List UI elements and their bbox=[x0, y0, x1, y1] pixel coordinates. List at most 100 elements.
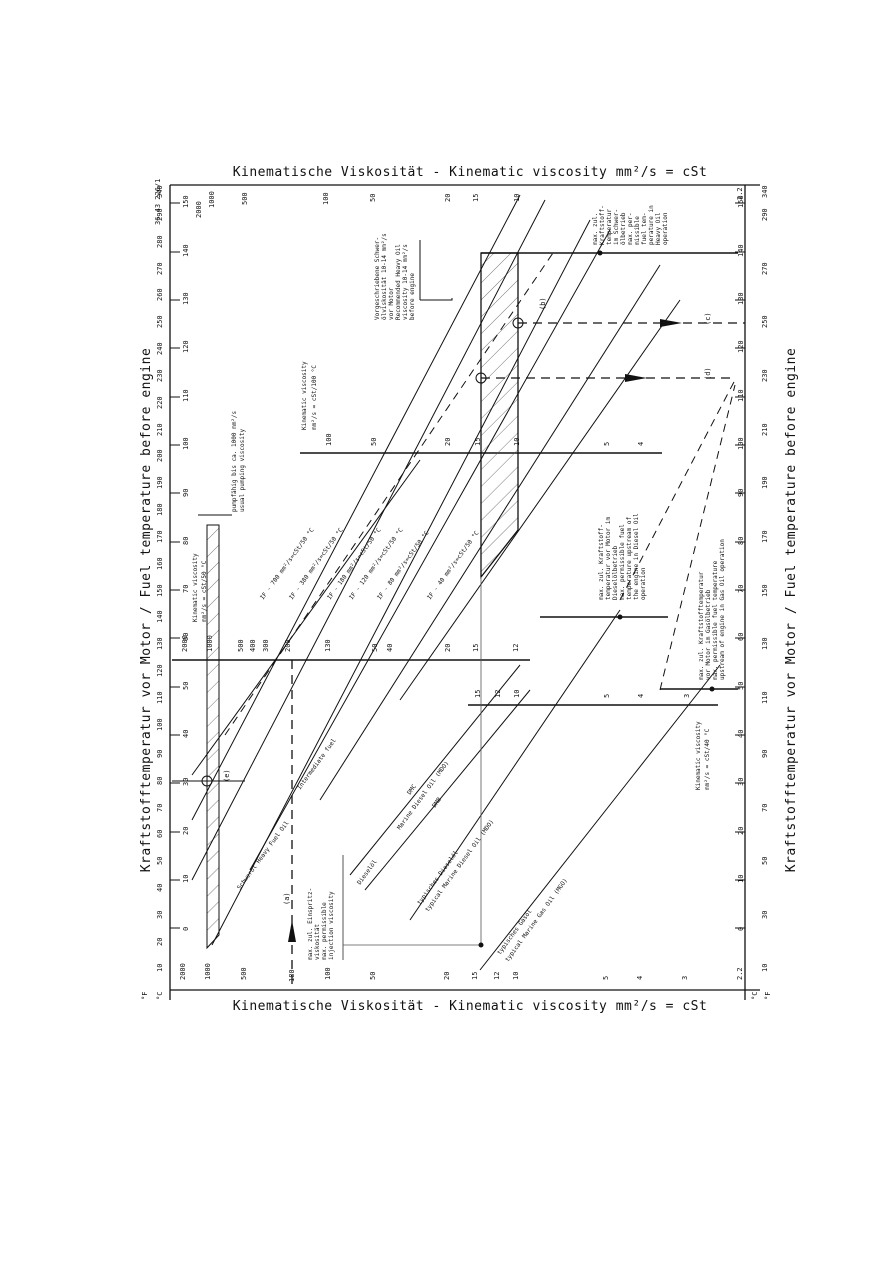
svg-text:170: 170 bbox=[761, 530, 769, 543]
svg-text:100: 100 bbox=[325, 433, 333, 446]
marker-e: (e) bbox=[223, 769, 231, 782]
side-label-right: Kraftstofftemperatur vor Motor / Fuel te… bbox=[784, 348, 799, 873]
svg-text:ölbetrieb: ölbetrieb bbox=[620, 212, 627, 245]
svg-text:4: 4 bbox=[637, 694, 645, 698]
svg-text:20: 20 bbox=[156, 938, 164, 946]
svg-text:30: 30 bbox=[156, 911, 164, 919]
svg-text:40: 40 bbox=[386, 644, 394, 652]
svg-text:temperatur vor Motor im: temperatur vor Motor im bbox=[605, 517, 612, 600]
svg-text:150: 150 bbox=[182, 195, 190, 208]
svg-text:2.2: 2.2 bbox=[736, 187, 744, 200]
svg-text:ölviskosität 10-14 mm²/s: ölviskosität 10-14 mm²/s bbox=[381, 233, 388, 320]
svg-text:Dieselöl: Dieselöl bbox=[356, 858, 379, 886]
svg-text:50: 50 bbox=[369, 972, 377, 980]
svg-text:Kraftstoff-: Kraftstoff- bbox=[599, 205, 606, 245]
svg-text:40: 40 bbox=[156, 884, 164, 892]
svg-text:15: 15 bbox=[474, 438, 482, 446]
scale-50-label: Kinematic viscosity bbox=[192, 553, 199, 622]
recommended-viscosity-zone bbox=[480, 252, 519, 579]
left-fahrenheit-scale: 10 20 30 40 50 60 70 80 90 100 110 120 1… bbox=[156, 185, 164, 972]
svg-text:290: 290 bbox=[156, 208, 164, 221]
svg-text:50: 50 bbox=[737, 682, 745, 690]
svg-text:temperature upstream of: temperature upstream of bbox=[626, 517, 633, 600]
svg-text:pumpfähig bis ca. 1000 mm²/s: pumpfähig bis ca. 1000 mm²/s bbox=[231, 410, 238, 512]
svg-text:230: 230 bbox=[156, 369, 164, 382]
unit-c-left: °C bbox=[156, 992, 164, 1000]
right-celsius-scale: 0 10 20 30 40 50 60 70 80 90 100 110 120… bbox=[735, 195, 745, 931]
svg-text:290: 290 bbox=[761, 208, 769, 221]
svg-text:5: 5 bbox=[602, 976, 610, 980]
svg-text:40: 40 bbox=[182, 730, 190, 738]
svg-text:Schweröl Heavy Fuel Oil: Schweröl Heavy Fuel Oil bbox=[236, 820, 291, 892]
svg-text:20: 20 bbox=[444, 194, 452, 202]
svg-text:70: 70 bbox=[737, 585, 745, 593]
svg-text:20: 20 bbox=[737, 827, 745, 835]
svg-text:90: 90 bbox=[156, 750, 164, 758]
svg-text:340: 340 bbox=[156, 185, 164, 198]
svg-text:15: 15 bbox=[471, 972, 479, 980]
scale-40-label: Kinematic viscosity bbox=[695, 721, 702, 790]
svg-text:10: 10 bbox=[182, 875, 190, 883]
svg-text:15: 15 bbox=[474, 690, 482, 698]
svg-text:160: 160 bbox=[156, 557, 164, 570]
svg-text:190: 190 bbox=[761, 476, 769, 489]
scale-100-label: Kinematic viscosity bbox=[301, 361, 308, 430]
max-hfo-annotation: max. zul. Kraftstoff- temperatur im Schw… bbox=[592, 205, 669, 245]
svg-text:110: 110 bbox=[156, 691, 164, 704]
bottom-viscosity-scale: 2000 1000 500 180 100 50 20 15 12 10 5 4… bbox=[179, 963, 744, 982]
svg-text:120: 120 bbox=[156, 664, 164, 677]
svg-text:10: 10 bbox=[513, 194, 521, 202]
svg-text:max. zul. Einspritz-: max. zul. Einspritz- bbox=[307, 888, 314, 960]
svg-text:the engine in Diesel Oil: the engine in Diesel Oil bbox=[633, 513, 640, 600]
svg-text:110: 110 bbox=[737, 389, 745, 402]
svg-text:typical Marine Diesel Oil (MDO: typical Marine Diesel Oil (MDO) bbox=[424, 818, 495, 913]
svg-text:60: 60 bbox=[182, 633, 190, 641]
marker-c: (c) bbox=[704, 312, 712, 325]
svg-text:280: 280 bbox=[156, 235, 164, 248]
svg-text:50: 50 bbox=[369, 194, 377, 202]
svg-text:max. zul. Kraftstofftemperatur: max. zul. Kraftstofftemperatur bbox=[698, 571, 705, 680]
svg-text:140: 140 bbox=[737, 244, 745, 257]
title-top: Kinematische Viskosität - Kinematic visc… bbox=[233, 165, 708, 180]
svg-text:max. zul. Kraftstoff-: max. zul. Kraftstoff- bbox=[598, 524, 605, 600]
svg-text:270: 270 bbox=[761, 262, 769, 275]
doc-code: 36 43 226/1 bbox=[154, 179, 162, 225]
svg-text:max. permissible fuel temperat: max. permissible fuel temperature bbox=[712, 560, 719, 680]
max-diesel-annotation: max. zul. Kraftstoff- temperatur vor Mot… bbox=[598, 513, 647, 600]
right-fahrenheit-scale: 10 30 50 70 90 110 130 150 170 190 210 2… bbox=[761, 185, 769, 972]
svg-text:300: 300 bbox=[262, 639, 270, 652]
svg-text:130: 130 bbox=[182, 292, 190, 305]
svg-text:70: 70 bbox=[761, 804, 769, 812]
svg-text:12: 12 bbox=[512, 644, 520, 652]
svg-text:130: 130 bbox=[737, 292, 745, 305]
svg-text:5: 5 bbox=[603, 442, 611, 446]
scale-50-unit: mm²/s = cSt/50 °C bbox=[201, 560, 208, 622]
svg-text:80: 80 bbox=[737, 537, 745, 545]
unit-f-left: °F bbox=[141, 992, 149, 1000]
svg-text:typical Marine Gas Oil (MGO): typical Marine Gas Oil (MGO) bbox=[504, 877, 569, 963]
svg-text:max. permissible fuel: max. permissible fuel bbox=[619, 524, 626, 600]
svg-text:140: 140 bbox=[156, 610, 164, 623]
scale-50-ticks: 2000 1000 500 400 300 200 130 50 40 20 1… bbox=[181, 635, 520, 652]
svg-text:30: 30 bbox=[761, 911, 769, 919]
svg-text:3: 3 bbox=[683, 694, 691, 698]
svg-text:vor Motor: vor Motor bbox=[388, 287, 395, 320]
svg-text:10: 10 bbox=[737, 875, 745, 883]
svg-text:15: 15 bbox=[472, 194, 480, 202]
left-celsius-scale: 0 10 20 30 40 50 60 70 80 90 100 110 120… bbox=[170, 195, 190, 931]
svg-text:200: 200 bbox=[156, 449, 164, 462]
svg-text:Recommended Heavy Oil: Recommended Heavy Oil bbox=[395, 244, 402, 320]
svg-text:1000: 1000 bbox=[204, 963, 212, 980]
svg-text:20: 20 bbox=[444, 644, 452, 652]
svg-text:190: 190 bbox=[156, 476, 164, 489]
svg-text:50: 50 bbox=[156, 857, 164, 865]
svg-text:100: 100 bbox=[156, 718, 164, 731]
svg-text:250: 250 bbox=[156, 315, 164, 328]
svg-text:500: 500 bbox=[237, 639, 245, 652]
fuel-lines bbox=[191, 194, 721, 971]
svg-text:250: 250 bbox=[761, 315, 769, 328]
svg-text:210: 210 bbox=[156, 423, 164, 436]
svg-text:230: 230 bbox=[761, 369, 769, 382]
svg-text:220: 220 bbox=[156, 396, 164, 409]
pumping-zone bbox=[206, 524, 220, 950]
